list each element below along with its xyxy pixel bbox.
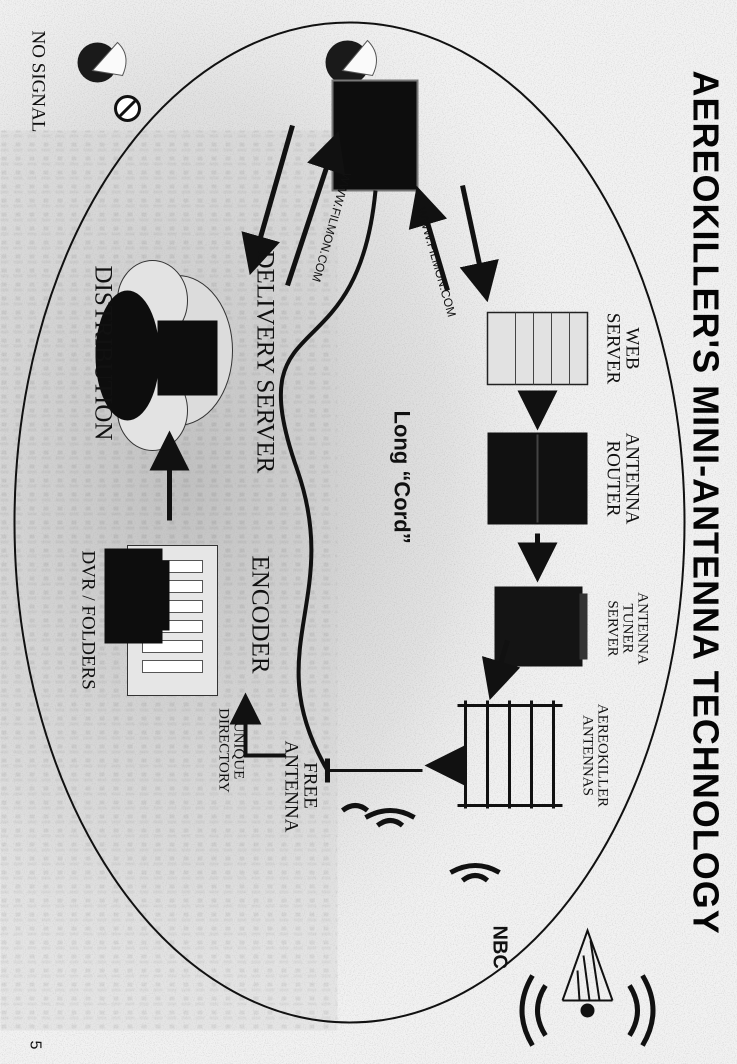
antenna-router-label: ANTENNA ROUTER <box>602 423 642 533</box>
antenna-router-label-line2: ROUTER <box>602 440 623 516</box>
arrow-laptop-to-webserver <box>459 184 499 302</box>
free-antenna-label-line2: ANTENNA <box>280 740 301 832</box>
long-cord <box>278 189 377 772</box>
arrow-laptop-to-delivery <box>241 124 295 275</box>
arrow-directory-to-encoder <box>229 692 285 757</box>
no-signal-label: NO SIGNAL <box>27 30 48 132</box>
arrow-tuner-to-antennas <box>481 639 520 700</box>
antenna-tuner-server-label-line3: SERVER <box>604 599 620 657</box>
antenna-tuner-server-label-line1: ANTENNA <box>634 591 650 665</box>
aereokiller-antennas-label-line2: ANTENNAS <box>579 714 595 796</box>
no-signal-viewer-icon <box>77 41 127 82</box>
no-signal-icon <box>113 94 141 122</box>
aereokiller-antenna-array-icon <box>457 700 562 808</box>
encoder-label: ENCODER <box>246 555 273 674</box>
arrow-webserver-to-laptop <box>408 185 450 291</box>
unique-directory-label-line2: DIRECTORY <box>215 707 231 793</box>
distribution-label: DISTRIBUTION <box>89 265 116 440</box>
page-number: 5 <box>26 1040 43 1049</box>
antenna-tuner-server-icon <box>494 586 587 666</box>
web-server-label-line1: WEB <box>621 326 642 370</box>
antenna-router-icon <box>487 432 587 524</box>
web-server-label-line2: SERVER <box>602 312 623 384</box>
unique-directory-label-line1: UNIQUE <box>230 721 246 779</box>
delivery-server-label: DELIVERY SERVER <box>251 250 278 473</box>
antenna-tuner-server-label-line2: TUNER <box>619 603 635 653</box>
radio-waves-icon <box>340 802 501 883</box>
nbc-tower-icon <box>519 927 655 1047</box>
network-boundary <box>13 21 685 1023</box>
viewer-icon <box>325 39 377 84</box>
delivery-server-icon <box>157 320 217 395</box>
arrow-delivery-to-laptop <box>284 130 345 286</box>
flow-arrows <box>149 124 557 785</box>
nbc-label: NBC <box>488 925 510 969</box>
web-server-label: WEB SERVER <box>602 303 642 393</box>
free-antenna-label: FREE ANTENNA <box>280 740 320 832</box>
page-title: AEREOKILLER'S MINI-ANTENNA TECHNOLOGY <box>685 70 726 935</box>
free-antenna-label-line1: FREE <box>299 761 320 809</box>
long-cord-label: Long “Cord” <box>389 410 414 544</box>
antenna-tuner-server-label: ANTENNA TUNER SERVER <box>604 578 650 678</box>
dvr-folders-label: DVR / FOLDERS <box>77 550 98 690</box>
antenna-router-label-line1: ANTENNA <box>621 432 642 524</box>
free-antenna-icon <box>324 758 422 782</box>
web-server-icon <box>486 311 588 385</box>
aereokiller-antennas-label: AEREOKILLER ANTENNAS <box>579 690 610 820</box>
unique-directory-label: UNIQUE DIRECTORY <box>215 705 246 795</box>
aereokiller-antennas-label-line1: AEREOKILLER <box>594 703 610 807</box>
dvr-folders-icon <box>104 548 169 643</box>
